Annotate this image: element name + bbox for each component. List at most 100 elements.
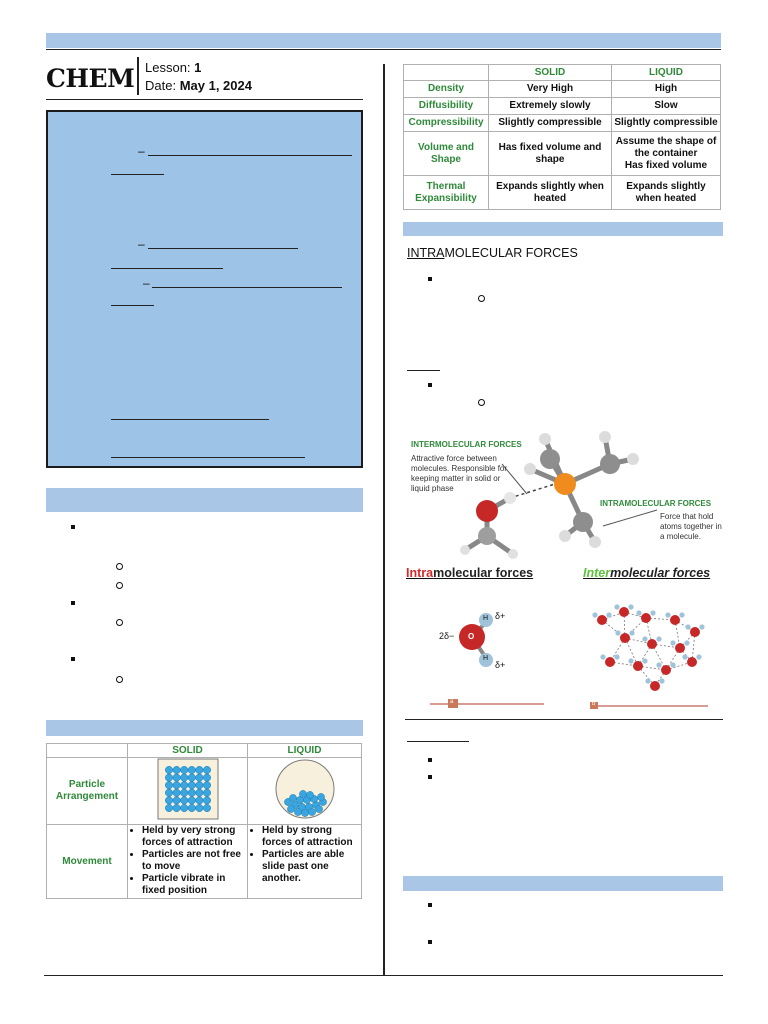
sub-bullet — [116, 582, 123, 589]
prop-liquid-diffusibility: Slow — [611, 97, 721, 115]
hydrogen-atom — [642, 658, 648, 664]
solid-particle — [164, 781, 173, 790]
hydrogen-atom — [614, 654, 620, 660]
section-bar-right-2 — [403, 876, 723, 891]
oxygen-atom — [647, 639, 657, 649]
hydrogen-atom — [682, 654, 688, 660]
figure-bottom-rule — [405, 719, 723, 720]
prop-header-blank — [403, 64, 489, 81]
hydrogen-atom — [670, 640, 676, 646]
oxygen-atom — [597, 615, 607, 625]
solid-particle — [172, 773, 181, 782]
prop-solid-density: Very High — [488, 80, 612, 98]
hydrogen-atom — [615, 630, 621, 636]
notes-blank-6 — [111, 305, 154, 306]
oxygen-atom — [687, 657, 697, 667]
notes-blank-1 — [148, 155, 352, 156]
solid-particle — [194, 781, 203, 790]
heading-rest: MOLECULAR FORCES — [444, 246, 578, 260]
date-value: May 1, 2024 — [179, 78, 252, 93]
oxygen-atom — [661, 665, 671, 675]
solid-particle — [194, 766, 203, 774]
solid-particle — [164, 788, 173, 797]
solid-particle — [187, 766, 196, 774]
hydrogen-atom — [656, 636, 662, 642]
solid-particle — [164, 804, 173, 812]
figure2-right-title: Intermolecular forces — [583, 566, 710, 580]
hydrogen-bond — [624, 637, 639, 667]
figure2-left-title: Intramolecular forces — [406, 566, 533, 580]
solid-particle — [172, 804, 181, 812]
bullet — [71, 601, 75, 605]
atom-h-top: H — [483, 615, 489, 622]
oxygen-atom — [670, 615, 680, 625]
liquid-particles-diagram — [275, 759, 334, 819]
oxygen-atom — [633, 661, 643, 671]
solid-arrangement-cell — [127, 757, 248, 825]
sub-bullet — [478, 399, 485, 406]
prop-solid-volume-shape: Has fixed volume and shape — [488, 131, 612, 176]
hydrogen-atom — [636, 610, 642, 616]
section-bar-left-2 — [46, 488, 363, 512]
hydrogen-bond — [691, 631, 696, 663]
prop-liquid-thermal: Expands slightly when heated — [611, 175, 721, 210]
liquid-particle — [300, 809, 309, 817]
hydrogen-atom — [696, 654, 702, 660]
figure-intra-title: INTRAMOLECULAR FORCES — [600, 499, 712, 508]
prop-liquid-volume-shape-1: Assume the shape of the container — [615, 135, 717, 159]
charge-delta-plus-bottom: δ+ — [495, 660, 506, 670]
lesson-label: Lesson: — [145, 60, 191, 75]
row-label-movement: Movement — [46, 824, 128, 899]
panel-b-label: b — [592, 701, 596, 707]
solid-particle — [194, 788, 203, 797]
solid-particle — [194, 804, 203, 812]
solid-particle — [172, 766, 181, 774]
solid-particle — [187, 788, 196, 797]
sub-bullet — [116, 563, 123, 570]
hydrogen-atom — [650, 610, 656, 616]
notes-blank-3 — [148, 248, 298, 249]
page-bottom-rule — [44, 975, 723, 976]
atom-o-label: O — [468, 632, 475, 641]
oxygen-atom — [650, 681, 660, 691]
prop-header-solid: SOLID — [488, 64, 612, 81]
prop-solid-diffusibility: Extremely slowly — [488, 97, 612, 115]
intramolecular-heading: INTRAMOLECULAR FORCES — [407, 246, 578, 260]
hydrogen-atom — [665, 612, 671, 618]
subject-title: CHEM — [46, 64, 135, 93]
solid-particle — [202, 788, 211, 797]
hydrogen-atom — [628, 658, 634, 664]
bullet — [428, 383, 432, 387]
solid-particle — [172, 796, 181, 805]
oxygen-atom — [619, 607, 629, 617]
date-line: Date: May 1, 2024 — [145, 78, 252, 93]
solid-particle — [179, 766, 188, 774]
solid-particle — [194, 773, 203, 782]
atom-h-bottom: H — [483, 655, 489, 662]
solid-particle — [179, 781, 188, 790]
notes-dash-2: – — [138, 237, 145, 251]
water-network-figure — [590, 604, 708, 709]
notes-dash-3: – — [143, 276, 150, 290]
liquid-particle — [286, 805, 295, 813]
hydrogen-atom — [606, 612, 612, 618]
blank-underline — [407, 741, 469, 742]
solid-particle — [202, 773, 211, 782]
panel-a-label: a — [450, 699, 454, 705]
prop-label-diffusibility: Diffusibility — [403, 97, 489, 115]
hydrogen-atom — [659, 678, 665, 684]
solid-movement-3: Particle vibrate in fixed position — [142, 873, 245, 897]
solid-particle — [172, 788, 181, 797]
solid-particle — [194, 796, 203, 805]
notes-blank-2 — [111, 174, 164, 175]
lesson-line: Lesson: 1 — [145, 60, 201, 75]
solid-movement-1: Held by very strong forces of attraction — [142, 825, 245, 849]
table-header-solid: SOLID — [127, 743, 248, 758]
section-bar-right-1 — [403, 222, 723, 236]
hydrogen-atom — [645, 678, 651, 684]
water-molecule-figure — [430, 613, 544, 708]
header-separator — [137, 57, 139, 95]
hydrogen-atom — [685, 624, 691, 630]
liquid-particle — [307, 808, 316, 816]
notes-box — [46, 110, 363, 468]
